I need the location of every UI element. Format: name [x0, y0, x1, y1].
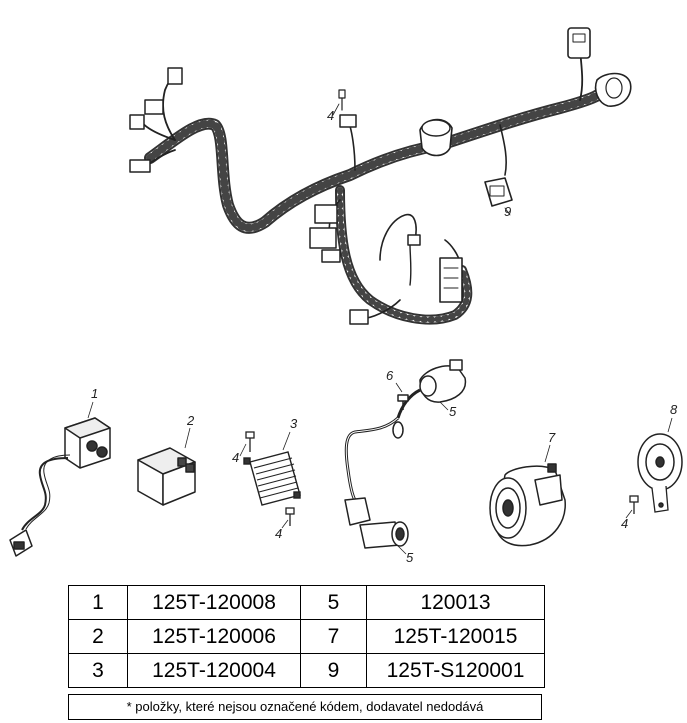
wiring-harness [129, 27, 632, 325]
table-cell: 2 [68, 619, 128, 654]
callout-2: 2 [186, 413, 195, 428]
table-cell: 7 [300, 619, 367, 654]
callout-5b: 5 [406, 550, 414, 565]
table-row: 1 125T-120008 5 120013 [68, 585, 545, 620]
table-cell: 125T-120015 [366, 619, 545, 654]
callout-3: 3 [290, 416, 298, 431]
table-cell: 125T-120008 [127, 585, 301, 620]
table-cell: 125T-120006 [127, 619, 301, 654]
callout-5a: 5 [449, 404, 457, 419]
table-cell: 125T-S120001 [366, 653, 545, 688]
voltage-regulator [243, 451, 301, 506]
callout-4a: 4 [232, 450, 239, 465]
callout-8: 8 [670, 402, 678, 417]
flasher-relay [137, 447, 196, 506]
starter-motor [489, 463, 566, 547]
table-cell: 120013 [366, 585, 545, 620]
callout-6: 6 [386, 368, 394, 383]
table-cell: 125T-120004 [127, 653, 301, 688]
callout-7: 7 [548, 430, 556, 445]
table-cell: 1 [68, 585, 128, 620]
callout-harness-4: 4 [327, 108, 334, 123]
table-cell: 3 [68, 653, 128, 688]
table-cell: 9 [300, 653, 367, 688]
callout-4b: 4 [275, 526, 282, 541]
ignition-coil [344, 359, 467, 549]
table-row: 2 125T-120006 7 125T-120015 [68, 619, 545, 654]
table-cell: 5 [300, 585, 367, 620]
table-row: 3 125T-120004 9 125T-S120001 [68, 653, 545, 688]
starter-relay [9, 417, 111, 557]
parts-table: 1 125T-120008 5 120013 2 125T-120006 7 1… [68, 585, 545, 688]
footnote: * položky, které nejsou označené kódem, … [68, 694, 542, 720]
parts-diagram: 4 9 1 2 3 [9, 27, 683, 565]
horn [637, 433, 683, 513]
callout-1: 1 [91, 386, 98, 401]
bolt [245, 431, 639, 526]
callout-4c: 4 [621, 516, 628, 531]
callout-harness-9: 9 [504, 204, 511, 219]
